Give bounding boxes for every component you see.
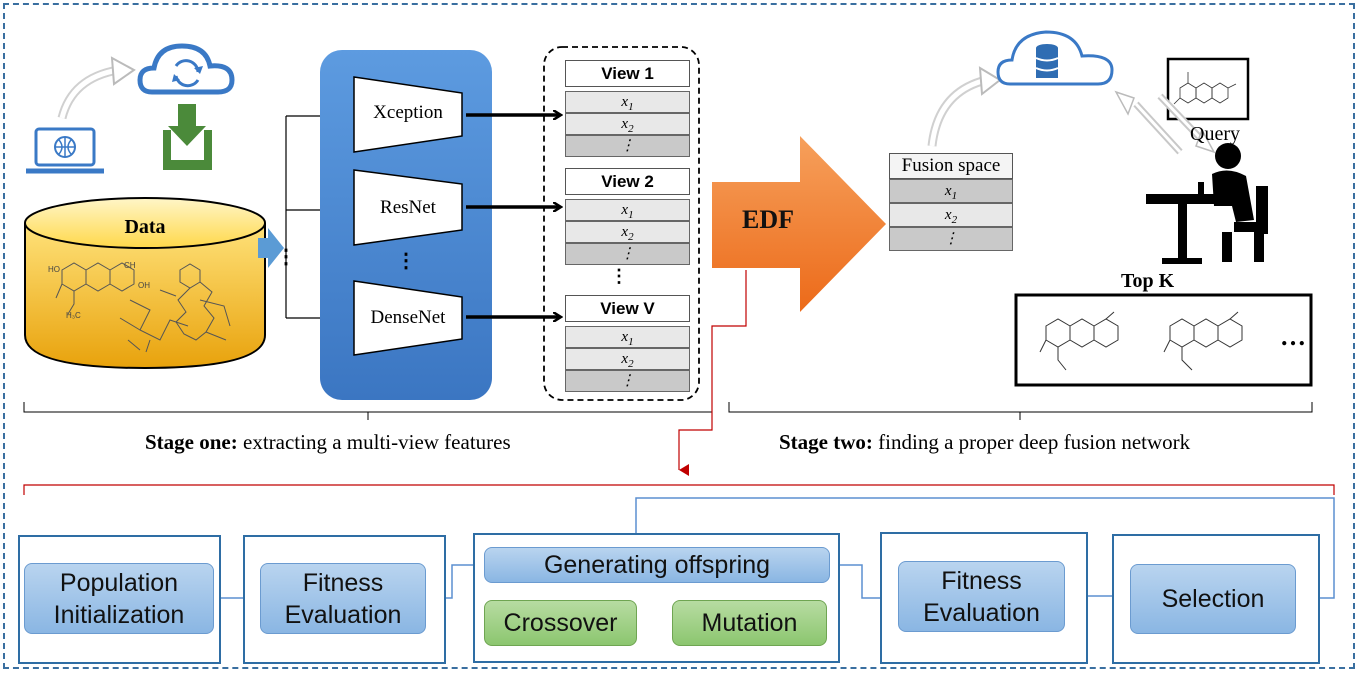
densenet-block [353, 280, 463, 356]
fusion-row-x1: x1 [889, 179, 1013, 203]
network-ellipsis: ⋮ [396, 250, 416, 272]
cloud-sync-icon [137, 43, 235, 95]
topk-results-box [1014, 293, 1313, 387]
upload-arrow [57, 56, 136, 120]
svg-text:OH: OH [138, 281, 150, 290]
resnet-block [353, 169, 463, 246]
stage-two-caption: Stage two: finding a proper deep fusion … [779, 430, 1190, 455]
crossover-step: Crossover [484, 600, 637, 646]
view-row-text: ⋮ [620, 246, 635, 262]
fusion-row-text: ⋮ [943, 231, 959, 247]
query-exchange-arrows [1114, 90, 1216, 155]
view-header: View 2 [565, 168, 690, 195]
view-row-x2: x2 [565, 348, 690, 370]
population-initialization-step: Population Initialization [24, 563, 214, 634]
stage-one-caption: Stage one: extracting a multi-view featu… [145, 430, 511, 455]
view-row-more: ⋮ [565, 370, 690, 392]
view-row-x1: x1 [565, 199, 690, 221]
topk-label: Top K [1121, 270, 1175, 292]
fitness2-line2: Evaluation [923, 598, 1040, 627]
query-label: Query [1190, 123, 1240, 145]
population-line1: Population [59, 568, 179, 597]
cloud-database-icon [996, 30, 1114, 86]
edf-connector [23, 270, 1335, 495]
view-header: View 1 [565, 60, 690, 87]
view-header: View V [565, 295, 690, 322]
fitness1-line2: Evaluation [284, 600, 402, 629]
fusion-row-text: x2 [944, 207, 958, 226]
data-label: Data [124, 216, 166, 238]
stage-one-bold: Stage one: [145, 430, 238, 454]
edf-label: EDF [742, 205, 794, 234]
view-row-text: x1 [621, 202, 634, 221]
fitness-evaluation-step-1: Fitness Evaluation [260, 563, 426, 634]
topk-ellipsis: … [1280, 322, 1306, 351]
fitness1-line1: Fitness [302, 568, 384, 597]
edf-arrow [712, 136, 886, 312]
network-label-xception: Xception [373, 102, 443, 123]
laptop-globe-icon [26, 127, 104, 174]
fusion-row-x2: x2 [889, 203, 1013, 227]
view-row-x2: x2 [565, 221, 690, 243]
stage-two-rest: finding a proper deep fusion network [872, 430, 1191, 454]
view-row-more: ⋮ [565, 243, 690, 265]
view-row-text: ⋮ [620, 138, 635, 154]
network-label-resnet: ResNet [380, 197, 436, 218]
fitness2-line1: Fitness [941, 566, 1022, 595]
view-ellipsis: ⋮ [610, 266, 628, 286]
selection-step: Selection [1130, 564, 1296, 634]
population-line2: Initialization [53, 600, 185, 629]
person-at-desk-icon [1146, 143, 1268, 264]
stage-two-bold: Stage two: [779, 430, 873, 454]
view-row-text: x1 [621, 94, 634, 113]
generating-offspring-step: Generating offspring [484, 547, 830, 583]
fusion-row-text: x1 [944, 183, 958, 202]
view-table-1: View 1 x1 x2 ⋮ [565, 60, 690, 157]
xception-block [353, 76, 463, 153]
data-cylinder: HO CH OH H₃C [24, 197, 266, 370]
view-row-text: ⋮ [620, 373, 635, 389]
stage-one-rest: extracting a multi-view features [237, 430, 511, 454]
outer-dashed-border [3, 3, 1355, 669]
stage-braces [23, 402, 1313, 420]
fusion-row-more: ⋮ [889, 227, 1013, 251]
query-molecule-icon [1166, 57, 1250, 121]
svg-text:HO: HO [48, 265, 60, 274]
view-row-x1: x1 [565, 91, 690, 113]
view-row-text: x2 [621, 351, 634, 370]
input-ellipsis: ⋮ [276, 246, 296, 268]
views-container [543, 46, 700, 401]
storage-arrow [927, 66, 1002, 147]
view-row-more: ⋮ [565, 135, 690, 157]
fusion-header: Fusion space [889, 153, 1013, 179]
fitness-evaluation-step-2: Fitness Evaluation [898, 561, 1065, 632]
fusion-space-table: Fusion space x1 x2 ⋮ [889, 153, 1013, 251]
view-row-text: x1 [621, 329, 634, 348]
svg-text:CH: CH [124, 261, 136, 270]
view-table-2: View 2 x1 x2 ⋮ [565, 168, 690, 265]
view-row-text: x2 [621, 224, 634, 243]
download-icon [163, 104, 212, 170]
svg-text:H₃C: H₃C [66, 311, 81, 320]
view-table-v: View V x1 x2 ⋮ [565, 295, 690, 392]
network-label-densenet: DenseNet [370, 307, 446, 328]
view-row-text: x2 [621, 116, 634, 135]
mutation-step: Mutation [672, 600, 827, 646]
view-row-x1: x1 [565, 326, 690, 348]
view-row-x2: x2 [565, 113, 690, 135]
cylinder-out-arrow [258, 228, 284, 268]
